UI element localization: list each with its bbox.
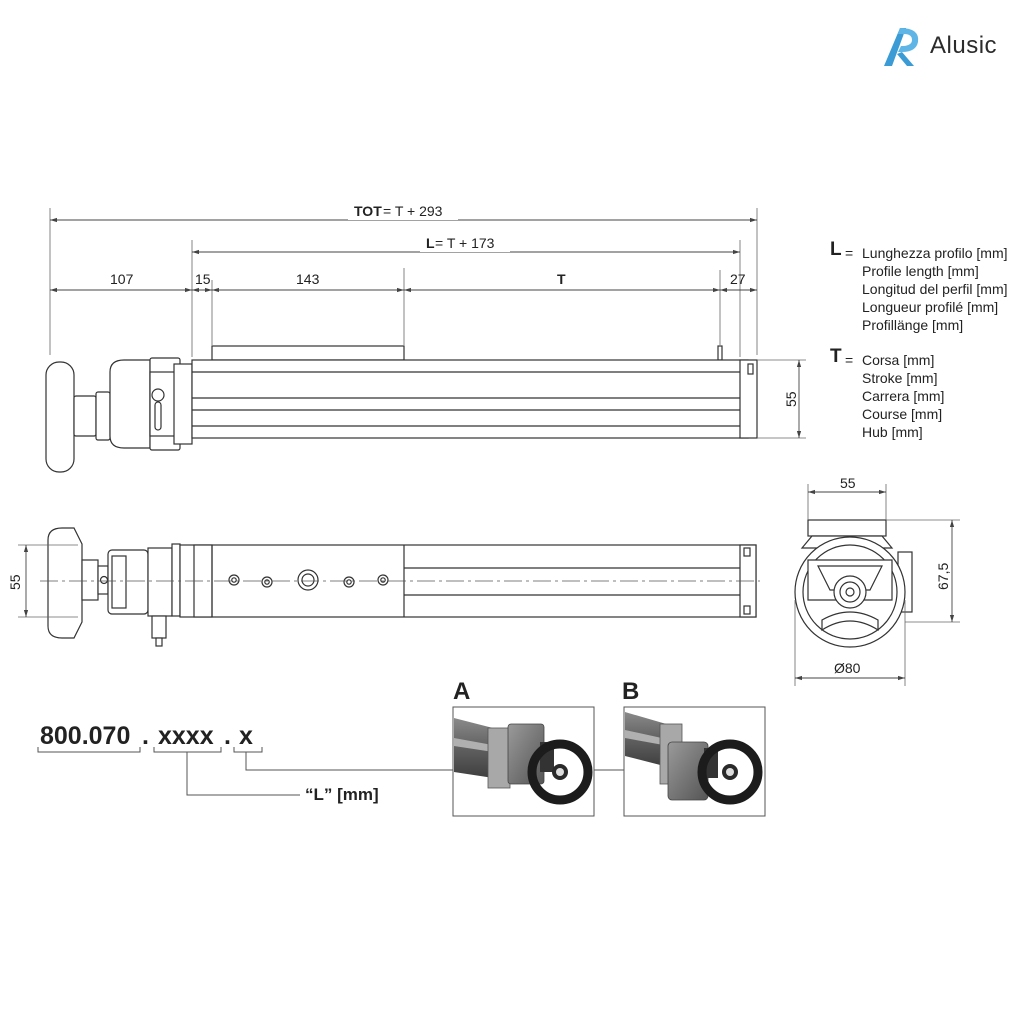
legend-l-key: L [830, 239, 842, 260]
dim-143: 143 [296, 271, 320, 287]
carriage-side [211, 345, 405, 361]
legend-t-line: Corsa [mm] [862, 352, 935, 368]
legend-l-eq: = [845, 245, 854, 261]
alusic-logo-icon [884, 28, 919, 66]
l-key: L [426, 235, 435, 251]
handwheel-side [45, 361, 75, 473]
tot-formula: = T + 293 [383, 203, 443, 219]
order-code-lines [37, 747, 624, 796]
legend-t-eq: = [845, 352, 854, 368]
brand-logo: Alusic [880, 24, 1010, 70]
legend-l-line: Longitud del perfil [mm] [862, 281, 1008, 297]
gearbox-side [109, 359, 151, 449]
l-formula: = T + 173 [435, 235, 495, 251]
end-carriage [807, 519, 887, 537]
end-view [794, 519, 913, 648]
order-code-part1: 800.070 [40, 722, 131, 750]
tot-key: TOT [354, 203, 382, 219]
order-code-part2: xxxx [158, 722, 214, 750]
legend-t-line: Stroke [mm] [862, 370, 938, 386]
extension-lines [49, 208, 758, 357]
dim-15: 15 [195, 271, 211, 287]
dim-t: T [557, 271, 566, 287]
height-side-label: 55 [783, 391, 799, 407]
legend-l-line: Longueur profilé [mm] [862, 299, 999, 315]
legend-l-line: Lunghezza profilo [mm] [862, 245, 1008, 261]
brand-name: Alusic [930, 32, 998, 59]
option-b-letter: B [622, 678, 640, 705]
legend-t-line: Course [mm] [862, 406, 943, 422]
legend-t-line: Hub [mm] [862, 424, 923, 440]
height-top-label: 55 [7, 574, 23, 590]
order-code-dot2: . [224, 722, 231, 750]
dim-l: L = T + 173 [192, 234, 740, 255]
dim-107: 107 [110, 271, 134, 287]
profile-side [191, 359, 749, 439]
dim-height-top: 55 [7, 544, 78, 618]
dim-27: 27 [730, 271, 746, 287]
end-width-label: 55 [840, 475, 856, 491]
order-code-dot1: . [142, 722, 149, 750]
order-code-part3: x [239, 722, 253, 750]
legend-l-line: Profillänge [mm] [862, 317, 964, 333]
order-code-l-label: “L” [mm] [305, 785, 379, 804]
legend-t-key: T [830, 346, 842, 367]
legend-t-line: Carrera [mm] [862, 388, 945, 404]
end-height-label: 67,5 [935, 563, 951, 590]
dim-height-side: 55 [757, 359, 806, 439]
top-view [47, 527, 757, 647]
legend-l-line: Profile length [mm] [862, 263, 979, 279]
dim-end: 55 67,5 Ø80 [794, 475, 960, 686]
side-view [45, 345, 758, 473]
dim-tot: TOT = T + 293 [50, 202, 757, 223]
dim-row: 107 15 143 T 27 [50, 271, 757, 293]
option-b-image [623, 706, 766, 817]
option-a-image [452, 706, 595, 817]
handwheel-top [47, 527, 83, 639]
option-a-letter: A [453, 678, 471, 705]
end-diameter-label: Ø80 [834, 660, 861, 676]
